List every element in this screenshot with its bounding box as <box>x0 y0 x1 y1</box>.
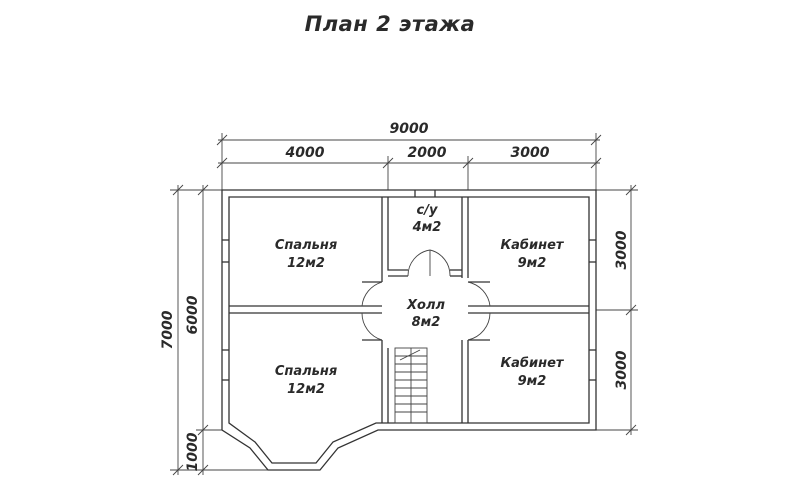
room-hall-name: Холл <box>406 298 445 313</box>
room-bedroom-bottom-area: 12м2 <box>287 382 325 397</box>
top-dimension-lines <box>216 133 602 190</box>
room-bedroom-top-area: 12м2 <box>287 256 325 271</box>
dim-height-right-bottom: 3000 <box>614 350 630 389</box>
dim-width-left: 4000 <box>285 145 325 161</box>
room-hall-area: 8м2 <box>412 315 441 330</box>
dim-width-right: 3000 <box>511 145 550 161</box>
dim-height-main: 6000 <box>185 295 201 334</box>
plan-title: План 2 этажа <box>304 12 476 36</box>
room-study-bottom-area: 9м2 <box>518 374 547 389</box>
windows <box>222 190 596 381</box>
dim-total-width: 9000 <box>390 121 429 137</box>
room-bedroom-bottom-name: Спальня <box>275 364 337 379</box>
dim-height-bay: 1000 <box>185 432 201 471</box>
room-study-top-name: Кабинет <box>501 238 565 253</box>
staircase <box>394 347 428 424</box>
dim-width-middle: 2000 <box>408 145 447 161</box>
room-study-top-area: 9м2 <box>518 256 547 271</box>
dim-height-total: 7000 <box>160 310 176 349</box>
room-bathroom-area: 4м2 <box>412 220 442 235</box>
outer-walls <box>221 189 597 471</box>
right-dimension-lines <box>596 184 638 436</box>
room-bathroom-name: с/у <box>417 203 438 218</box>
left-dimension-lines <box>170 184 268 476</box>
interior-walls <box>229 197 589 423</box>
room-bedroom-top-name: Спальня <box>275 238 337 253</box>
door-arcs <box>361 249 491 341</box>
dim-height-right-top: 3000 <box>614 230 630 269</box>
room-study-bottom-name: Кабинет <box>501 356 565 371</box>
